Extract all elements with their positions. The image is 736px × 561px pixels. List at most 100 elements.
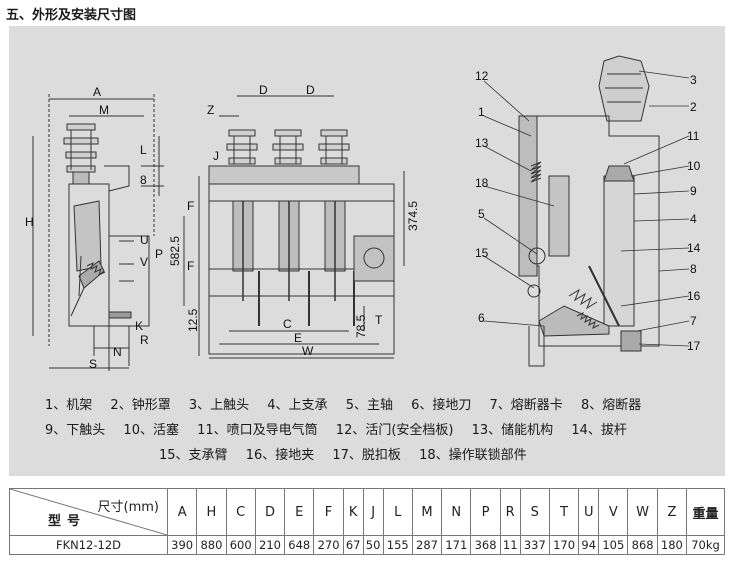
dim-label-T: T xyxy=(375,313,383,327)
installation-drawing: A M L 8 H U V P K R N S xyxy=(25,55,701,371)
front-view xyxy=(183,95,405,359)
callout-13: 13 xyxy=(475,136,489,150)
callout-17: 17 xyxy=(687,339,701,353)
value-cell-C: 600 xyxy=(225,535,256,555)
legend-item: 16、接地夹 xyxy=(245,448,315,463)
callout-3: 3 xyxy=(690,73,697,87)
legend-item: 12、活门(安全档板) xyxy=(335,423,454,438)
value-cell-N: 171 xyxy=(441,535,472,555)
value-cell-L: 155 xyxy=(382,535,413,555)
column-header-D: D xyxy=(254,488,286,536)
dim-label-F-upper: F xyxy=(187,199,194,213)
dim-label-A: A xyxy=(93,85,101,99)
legend-item: 14、拔杆 xyxy=(571,423,627,438)
column-header-M: M xyxy=(411,488,443,536)
callout-5: 5 xyxy=(478,207,485,221)
legend-item: 3、上触头 xyxy=(188,398,250,413)
dim-label-U: U xyxy=(140,233,149,247)
legend-item: 10、活塞 xyxy=(123,423,179,438)
column-header-K: K xyxy=(342,488,364,536)
column-header-S: S xyxy=(519,488,550,536)
column-header-H: H xyxy=(196,488,227,536)
legend-item: 6、接地刀 xyxy=(411,398,472,413)
value-cell-V: 105 xyxy=(598,535,629,555)
value-cell-T: 170 xyxy=(548,535,580,555)
legend-row-1: 1、机架 2、钟形罩 3、上触头 4、上支承 5、主轴 6、接地刀 7、熔断器卡… xyxy=(45,394,655,413)
table-corner-cell: 尺寸(mm) 型号 xyxy=(9,488,168,536)
value-cell-M: 287 xyxy=(411,535,443,555)
column-header-T: T xyxy=(548,488,580,536)
callout-11: 11 xyxy=(687,129,700,143)
value-cell-weight: 70kg xyxy=(686,535,725,555)
dim-label-P: P xyxy=(155,247,163,261)
callout-18: 18 xyxy=(475,176,489,190)
dim-label-S: S xyxy=(89,357,97,371)
dim-label-582-5: 582.5 xyxy=(168,236,182,266)
dim-label-374-5: 374.5 xyxy=(406,201,420,231)
column-header-E: E xyxy=(284,488,315,536)
value-cell-D: 210 xyxy=(254,535,286,555)
legend-item: 7、熔断器卡 xyxy=(489,398,563,413)
legend-item: 5、主轴 xyxy=(345,398,393,413)
dim-label-M: M xyxy=(99,103,109,117)
legend-item: 4、上支承 xyxy=(267,398,328,413)
column-header-weight: 重量 xyxy=(686,488,725,536)
value-cell-W: 868 xyxy=(627,535,658,555)
column-header-A: A xyxy=(166,488,198,536)
value-cell-P: 368 xyxy=(470,535,501,555)
callout-12: 12 xyxy=(475,69,489,83)
column-header-V: V xyxy=(598,488,629,536)
side-view xyxy=(32,94,164,371)
value-cell-S: 337 xyxy=(519,535,550,555)
dim-label-L: L xyxy=(140,143,147,157)
dim-label-D-left: D xyxy=(259,83,268,97)
dim-label-12-5: 12.5 xyxy=(186,308,200,332)
column-header-R: R xyxy=(499,488,521,536)
column-header-Z: Z xyxy=(656,488,688,536)
legend-item: 11、喷口及导电气筒 xyxy=(197,423,318,438)
callout-16: 16 xyxy=(687,289,701,303)
legend-item: 13、储能机构 xyxy=(471,423,554,438)
value-cell-Z: 180 xyxy=(656,535,688,555)
callout-15: 15 xyxy=(475,246,489,260)
drawing-panel: A M L 8 H U V P K R N S xyxy=(9,26,725,476)
dim-label-W: W xyxy=(302,344,314,358)
dim-label-Z: Z xyxy=(207,103,214,117)
column-header-P: P xyxy=(470,488,501,536)
section-title: 五、外形及安装尺寸图 xyxy=(6,8,137,23)
column-header-F: F xyxy=(313,488,344,536)
dim-label-78-5: 78.5 xyxy=(354,314,368,338)
legend-item: 9、下触头 xyxy=(45,423,106,438)
corner-model-label: 型号 xyxy=(48,514,87,529)
callout-7: 7 xyxy=(690,314,697,328)
callout-14: 14 xyxy=(687,241,701,255)
dim-label-D-right: D xyxy=(306,83,315,97)
value-cell-J: 50 xyxy=(362,535,384,555)
model-cell: FKN12-12D xyxy=(9,535,168,555)
dim-label-K: K xyxy=(135,319,143,333)
section-view xyxy=(483,55,690,367)
corner-dimension-label: 尺寸(mm) xyxy=(97,500,159,515)
callout-labels: 12 1 13 18 5 15 6 3 2 11 10 9 4 14 8 16 … xyxy=(475,69,701,353)
legend-item: 18、操作联锁部件 xyxy=(419,448,527,463)
dim-label-F-lower: F xyxy=(187,259,194,273)
legend-row-3: 15、支承臂 16、接地夹 17、脱扣板 18、操作联锁部件 xyxy=(159,444,541,463)
legend-item: 8、熔断器 xyxy=(580,398,642,413)
dim-label-V: V xyxy=(140,255,148,269)
legend-row-2: 9、下触头 10、活塞 11、喷口及导电气筒 12、活门(安全档板) 13、储能… xyxy=(45,419,641,438)
dim-label-C: C xyxy=(283,317,292,331)
column-header-U: U xyxy=(578,488,600,536)
callout-4: 4 xyxy=(690,212,697,226)
column-header-W: W xyxy=(627,488,658,536)
legend-item: 15、支承臂 xyxy=(159,448,228,463)
value-cell-R: 11 xyxy=(499,535,521,555)
callout-1: 1 xyxy=(478,105,485,119)
callout-8: 8 xyxy=(690,262,697,276)
value-cell-H: 880 xyxy=(196,535,227,555)
column-header-N: N xyxy=(441,488,472,536)
dim-label-H: H xyxy=(25,215,34,229)
front-view-labels: Z D D J F F 582.5 374.5 12.5 78.5 C E W … xyxy=(168,83,420,358)
